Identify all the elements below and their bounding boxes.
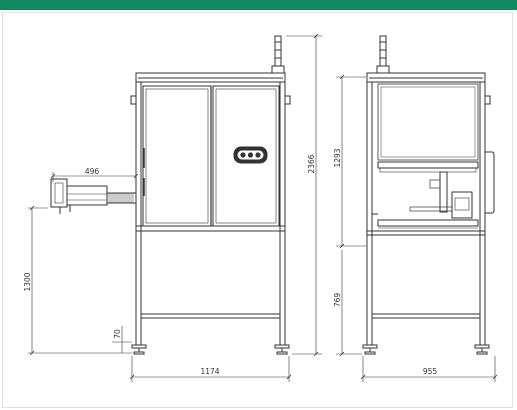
dim-conveyor-height: 1300 bbox=[23, 272, 32, 291]
signal-light-tower-side bbox=[376, 35, 390, 74]
front-view bbox=[50, 35, 291, 355]
dim-foot-height: 70 bbox=[113, 329, 122, 339]
conveyor-unit bbox=[50, 178, 137, 214]
internal-mechanism bbox=[372, 161, 479, 229]
drawing-border bbox=[2, 12, 513, 408]
machine-top-frame bbox=[135, 72, 286, 83]
machine-posts-front bbox=[130, 82, 291, 345]
dim-lower-height: 769 bbox=[333, 293, 342, 308]
dim-machine-depth: 955 bbox=[423, 367, 438, 376]
control-panel bbox=[233, 146, 268, 164]
machine-feet-side bbox=[362, 344, 490, 355]
signal-light-tower-front bbox=[271, 35, 285, 74]
dim-upper-height: 1293 bbox=[333, 148, 342, 167]
dimension-lines bbox=[28, 35, 496, 382]
dim-total-height: 2366 bbox=[307, 154, 316, 173]
machine-feet-front bbox=[131, 344, 290, 355]
dimension-arrow-ticks bbox=[29, 33, 498, 380]
dim-conveyor-length: 496 bbox=[85, 167, 100, 176]
dim-machine-width: 1174 bbox=[200, 367, 219, 376]
header-accent-bar bbox=[0, 0, 517, 10]
side-view bbox=[362, 35, 495, 355]
glass-door-left bbox=[142, 85, 212, 227]
